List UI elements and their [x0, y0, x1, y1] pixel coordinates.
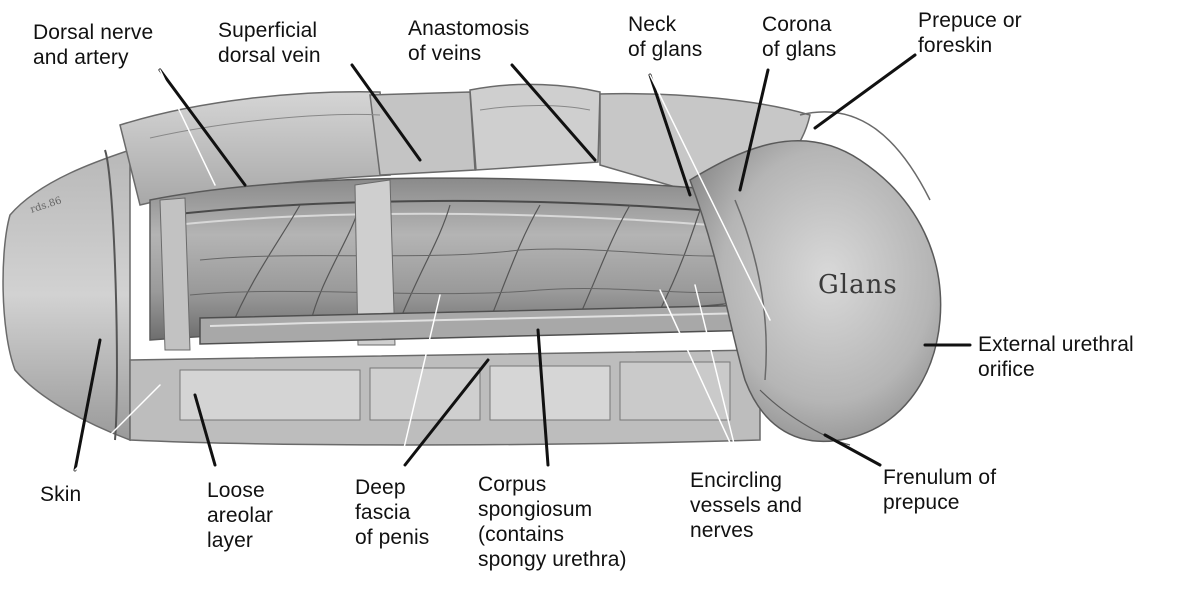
label-skin: Skin: [40, 482, 81, 507]
label-superficial-dorsal-vein: Superficial dorsal vein: [218, 18, 321, 68]
leader-prepuce: [815, 55, 915, 128]
label-loose-areolar-layer: Loose areolar layer: [207, 478, 273, 553]
label-prepuce-foreskin: Prepuce or foreskin: [918, 8, 1022, 58]
skin-layer: [3, 150, 130, 440]
label-glans: Glans: [818, 270, 898, 300]
label-frenulum-of-prepuce: Frenulum of prepuce: [883, 465, 996, 515]
label-corona-of-glans: Corona of glans: [762, 12, 836, 62]
label-external-urethral-orifice: External urethral orifice: [978, 332, 1134, 382]
lower-skin-flaps: [130, 350, 760, 445]
label-neck-of-glans: Neck of glans: [628, 12, 702, 62]
leader-frenulum: [825, 435, 880, 465]
penile-shaft: [150, 178, 760, 350]
label-corpus-spongiosum: Corpus spongiosum (contains spongy ureth…: [478, 472, 627, 572]
label-anastomosis-of-veins: Anastomosis of veins: [408, 16, 529, 66]
label-deep-fascia-of-penis: Deep fascia of penis: [355, 475, 429, 550]
label-dorsal-nerve-artery: Dorsal nerve and artery: [33, 20, 153, 70]
label-encircling-vessels-nerves: Encircling vessels and nerves: [690, 468, 802, 543]
